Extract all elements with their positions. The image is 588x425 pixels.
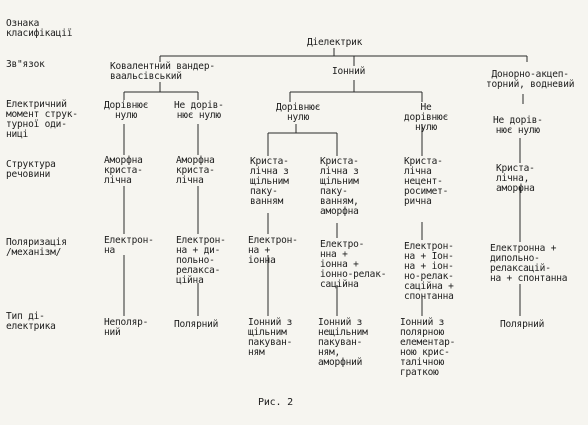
node-type-2: Полярний (174, 319, 219, 330)
node-type-3: Іонний з щільним пакуван- ням (248, 317, 293, 358)
node-moment-cov-nonzero: Не дорів- нює нулю (174, 100, 224, 121)
row-label-moment: Електричний момент струк- турної оди- ни… (6, 99, 78, 140)
node-moment-donor-nonzero: Не дорів- нює нулю (493, 115, 543, 136)
node-polarization-4: Електро- нна + іонна + іонно-релак- саці… (320, 239, 387, 290)
node-bond-covalent: Ковалентний вандер- ваальсівський (110, 61, 215, 82)
node-moment-ion-zero: Дорівнює нулю (276, 102, 321, 123)
node-polarization-6: Електронна + дипольно- релаксацій- на + … (490, 243, 568, 284)
node-polarization-1: Електрон- на (104, 235, 154, 256)
node-type-4: Іонний з нещільним пакуван- ням, аморфни… (318, 317, 368, 368)
node-bond-donor: Донорно-акцеп- торний, водневий (486, 69, 575, 90)
node-structure-1: Аморфна криста- лічна (104, 155, 143, 186)
row-label-structure: Структура речовини (6, 159, 56, 180)
node-structure-6: Криста- лічна, аморфна (496, 163, 535, 194)
node-type-1: Неполяр- ний (104, 317, 149, 338)
row-label-classification: Ознака класифікації (6, 18, 73, 39)
node-structure-5: Криста- лічна нецент- росимет- рична (404, 156, 449, 207)
node-type-5: Іонний з полярною елементар- ною крис- т… (400, 317, 456, 378)
row-label-polarization: Поляризація /механізм/ (6, 237, 67, 258)
node-structure-2: Аморфна криста- лічна (176, 155, 215, 186)
node-type-6: Полярний (500, 319, 545, 330)
node-structure-3: Криста- лічна з щільним паку- ванням (250, 156, 289, 207)
node-polarization-2: Електрон- на + ди- польно- релакса- ційн… (176, 235, 226, 286)
row-label-type: Тип ді- електрика (6, 311, 56, 332)
node-polarization-5: Електрон- на + Іон- на + іон- но-релак- … (404, 241, 454, 302)
node-moment-ion-nonzero: Не дорівнює нулю (403, 102, 449, 133)
node-bond-ionic: Іонний (332, 66, 366, 77)
row-label-bond: Зв"язок (6, 59, 45, 70)
node-structure-4: Криста- лічна з щільним паку- ванням, ам… (320, 156, 359, 217)
node-moment-cov-zero: Дорівнює нулю (104, 100, 149, 121)
figure-caption: Рис. 2 (258, 397, 293, 408)
root-node: Діелектрик (307, 37, 363, 48)
node-polarization-3: Електрон- на + іонна (248, 235, 298, 266)
